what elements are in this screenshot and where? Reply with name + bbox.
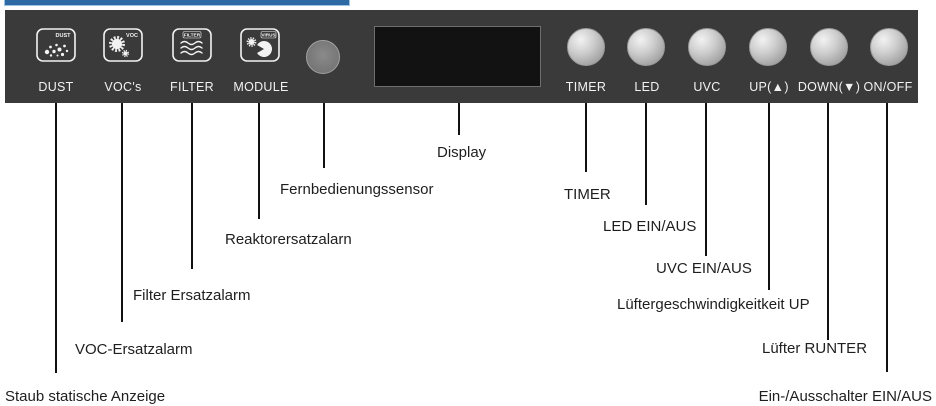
timer-button-label: TIMER [565, 80, 607, 94]
remote-sensor [306, 40, 340, 74]
leader-line-up [768, 103, 770, 290]
led-button-label: LED [634, 80, 660, 94]
voc-indicator-label: VOC's [104, 80, 142, 94]
dust-indicator-label: DUST [38, 80, 74, 94]
dust-icon: DUST [36, 28, 76, 62]
uvc-button[interactable] [688, 28, 726, 66]
voc-icon: VOC [103, 28, 143, 62]
callout-sensor: Fernbedienungssensor [280, 181, 434, 198]
callout-voc: VOC-Ersatzalarm [75, 341, 193, 358]
power-button-label: ON/OFF [863, 80, 913, 94]
callout-fan-down: Lüfter RUNTER [762, 340, 868, 357]
leader-line-display [458, 103, 460, 135]
leader-line-sensor [323, 103, 325, 168]
filter-indicator-label: FILTER [170, 80, 214, 94]
callout-uvc: UVC EIN/AUS [656, 260, 752, 277]
leader-line-dust [55, 103, 57, 373]
power-button[interactable] [870, 28, 908, 66]
leader-line-filter [191, 103, 193, 269]
callout-fan-up: Lüftergeschwindigkeitkeit UP [617, 296, 810, 313]
leader-line-timer [585, 103, 587, 172]
dust-icon-text: DUST [56, 33, 72, 39]
display-screen [374, 26, 541, 87]
callout-display: Display [437, 144, 487, 161]
callout-dust: Staub statische Anzeige [5, 388, 166, 405]
fan-down-button-label: DOWN(▼) [797, 80, 861, 94]
leader-line-voc [121, 103, 123, 322]
callout-timer: TIMER [564, 186, 611, 203]
fan-up-button[interactable] [749, 28, 787, 66]
fan-down-button[interactable] [810, 28, 848, 66]
leader-line-module [258, 103, 260, 219]
callout-filter: Filter Ersatzalarm [133, 287, 251, 304]
timer-button[interactable] [567, 28, 605, 66]
leader-line-down [827, 103, 829, 340]
virus-module-icon: VIRUS [240, 28, 280, 62]
callout-power: Ein-/Ausschalter EIN/AUS [758, 388, 932, 405]
leader-line-uvc [705, 103, 707, 256]
led-button[interactable] [627, 28, 665, 66]
filter-icon: FILTER [172, 28, 212, 62]
control-panel: DUST DUST VOC [5, 10, 918, 103]
module-indicator-label: MODULE [233, 80, 289, 94]
uvc-button-label: UVC [693, 80, 721, 94]
header-strip [4, 0, 350, 6]
callout-led: LED EIN/AUS [603, 218, 697, 235]
leader-line-led [645, 103, 647, 205]
virus-icon-text: VIRUS [261, 33, 275, 38]
filter-icon-text: FILTER [184, 33, 201, 39]
fan-up-button-label: UP(▲) [749, 80, 789, 94]
leader-line-power [886, 103, 888, 372]
callout-module: Reaktorersatzalarn [225, 231, 352, 248]
voc-icon-text: VOC [126, 33, 138, 39]
